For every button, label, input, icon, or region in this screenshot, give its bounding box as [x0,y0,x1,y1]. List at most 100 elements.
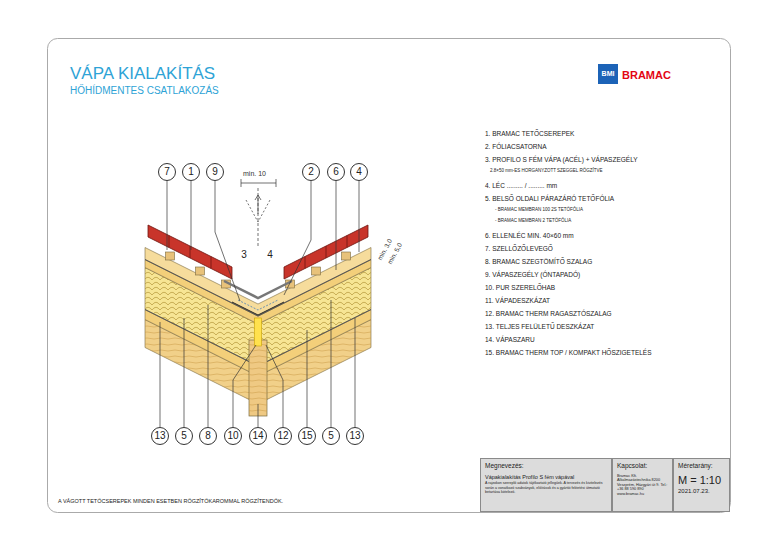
callout-number-text: 8 [205,431,211,441]
callout-number: 13 [151,427,169,445]
roof-layers [145,260,371,317]
metal-valley [224,281,292,315]
callout-number-text: 2 [308,167,314,177]
roof-tiles [347,236,348,248]
leader-lines [184,318,185,427]
part-item: 7. SZELLŐZŐLEVEGŐ [485,245,553,252]
callout-number-text: 5 [181,431,187,441]
callout-number: 8 [199,427,217,445]
callout-number: 14 [249,427,267,445]
leader-lines [355,318,356,427]
callout-number: 6 [327,163,345,181]
leader-lines [215,181,240,301]
callout-number: 5 [175,427,193,445]
drawing-subtitle: HŐHÍDMENTES CSATLAKOZÁS [70,85,219,97]
part-item: 5. BELSŐ OLDALI PÁRAZÁRÓ TETŐFÓLIA [485,195,614,202]
part-item: 11. VÁPADESZKÁZAT [485,297,550,304]
battens [196,267,205,275]
sheet-frame [48,39,731,513]
callout-box-text: 4 [267,250,273,260]
dimension-lines [241,183,276,184]
roof-tiles [190,246,191,258]
callout-number-text: 13 [349,431,360,441]
callout-number-text: 5 [328,431,334,441]
dimension-lines [258,196,259,214]
callout-number: 2 [302,163,320,181]
callout-box: 4 [264,248,276,262]
callout-number-text: 15 [301,431,312,441]
callout-number-text: 10 [227,431,238,441]
leader-lines [331,300,332,427]
cell-heading: Kapcsolat: [617,462,668,470]
dimension-lines [276,179,277,187]
part-item: 1. BRAMAC TETŐCSEREPEK [485,130,574,137]
roof-tiles [305,257,306,269]
leader-lines [258,404,259,427]
leader-lines [233,345,256,427]
part-item: 9. VÁPASZEGÉLY (ÓNTAPADÓ) [485,271,580,278]
sheet-frame [48,39,731,513]
callout-number: 5 [322,427,340,445]
cell-text: A rajzokon szereplő adatok tájékoztató j… [485,481,607,494]
valley-rafter [255,318,262,346]
callout-number: 15 [298,427,316,445]
part-note: - BRAMAC MEMBRAN 100 2S TETŐFÓLIA [495,207,583,212]
callout-number-text: 6 [333,167,339,177]
callout-number-text: 7 [164,167,170,177]
dimension-lines [258,188,259,246]
leader-lines [307,330,308,427]
battens [312,267,321,275]
callout-number-text: 14 [252,431,263,441]
footnote: A VÁGOTT TETŐCSEREPEK MINDEN ESETBEN RÖG… [58,498,283,504]
brand-logo-text: BMI [602,70,615,77]
part-note: 2.8×50 mm-ES HORGANYZOTT SZEGGEL RÖGZÍTV… [490,168,602,173]
part-item: 8. BRAMAC SZEGTÖMÍTŐ SZALAG [485,258,592,265]
dimension-lines [255,195,261,200]
part-item: 3. PROFILO S FÉM VÁPA (ACÉL) + VÁPASZEGÉ… [485,156,638,163]
callout-number-text: 4 [356,167,362,177]
part-item: 14. VÁPASZARU [485,336,535,343]
part-item: 6. ELLENLÉC MIN. 40×60 mm [485,232,574,239]
dimension: min. 10 [243,170,266,178]
dimension-lines [241,179,242,187]
roof-tiles [211,257,212,269]
part-item: 4. LÉC ......... / ......... mm [485,182,557,189]
title-block-cell: Kapcsolat: Bramac Kft. Alkalmazástechnika… [612,458,673,512]
leader-lines [336,181,337,270]
part-item: 12. BRAMAC THERM RAGASZTÓSZALAG [485,310,612,317]
callout-number: 9 [206,163,224,181]
battens [166,252,175,260]
leader-lines [160,322,161,427]
dimension-lines [241,179,276,246]
leader-lines [167,181,168,250]
callout-number: 4 [350,163,368,181]
cell-heading: Megnevezés: [485,462,607,470]
leader-lines [208,305,209,427]
callout-box-text: 3 [241,250,247,260]
brand-name: BRAMAC [622,69,671,82]
brand-logo: BMI [598,64,618,84]
part-item: 15. BRAMAC THERM TOP / KOMPAKT HŐSZIGETE… [485,349,652,356]
roof-tiles [148,225,232,279]
cell-text: M = 1:10 [678,474,725,487]
roof-tiles [326,246,327,258]
callout-number-text: 9 [212,167,218,177]
title-block-cell: Méretarány:M = 1:102021.07.23. [673,458,730,512]
callout-number: 13 [346,427,364,445]
callout-number-text: 1 [188,167,194,177]
callout-number-text: 12 [277,431,288,441]
cell-text: Vápakialakítás Profilo S fém vápával [485,474,607,481]
part-note: - BRAMAC MEMBRAN 2 TETŐFÓLIA [495,218,571,223]
drawing-title: VÁPA KIALAKÍTÁS [70,64,215,84]
leader-lines [191,181,192,250]
leader-lines [266,345,283,427]
roof-tiles [284,225,368,279]
cell-heading: Méretarány: [678,462,725,470]
metal-valley [238,300,278,310]
cell-text: Bramac Kft. Alkalmazástechnika 8200 Vesz… [617,474,668,497]
battens [342,252,351,260]
title-block-cell: Megnevezés: Vápakialakítás Profilo S fém … [480,458,612,512]
metal-valley [224,281,292,298]
valley-rafter [249,318,267,416]
leader-lines [284,181,311,295]
